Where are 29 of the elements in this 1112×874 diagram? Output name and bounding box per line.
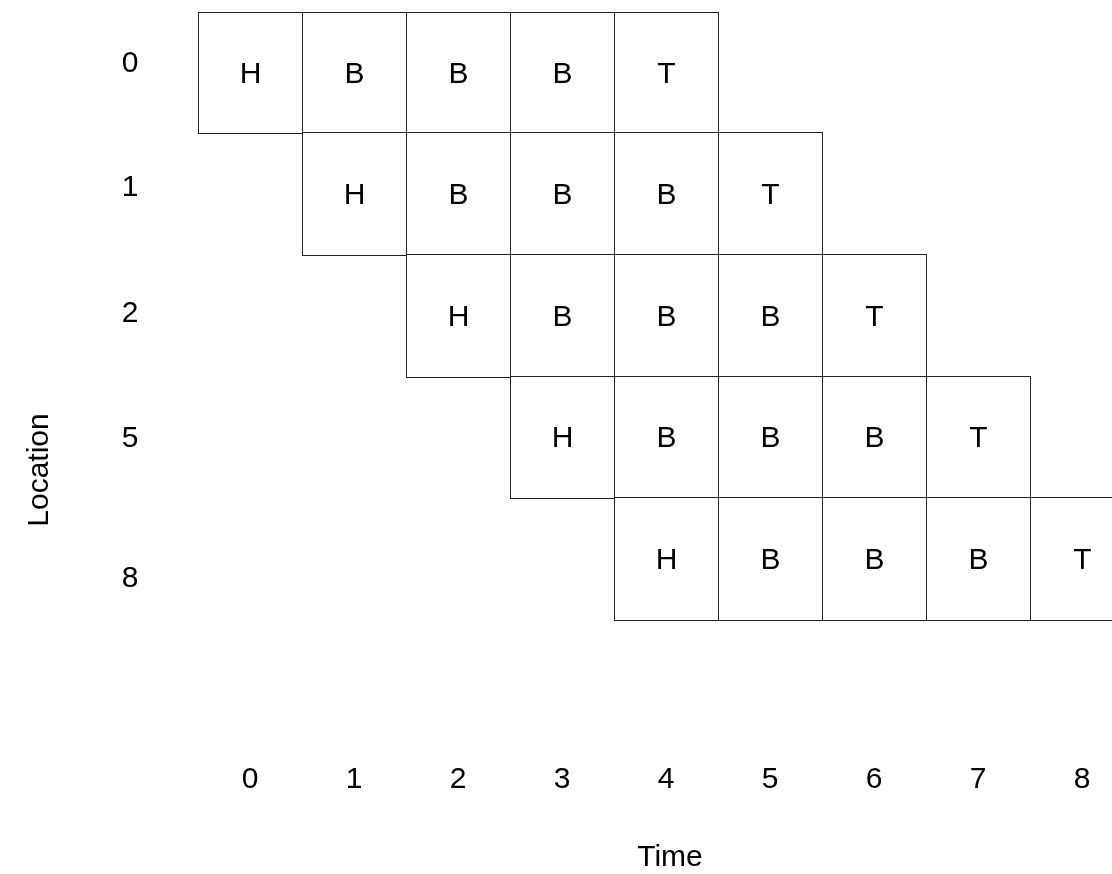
row-label: 5: [121, 420, 139, 454]
row-label: 8: [121, 560, 139, 594]
row-label: 1: [121, 169, 139, 203]
grid-cell: B: [822, 497, 927, 621]
column-label: 4: [657, 761, 675, 795]
axis-title: Location: [21, 413, 55, 527]
row-label: 0: [121, 45, 139, 79]
grid-cell: B: [926, 497, 1031, 621]
grid-cell: T: [718, 132, 823, 256]
axis-title: Time: [637, 839, 703, 873]
grid-cell: T: [1030, 497, 1112, 621]
column-label: 6: [865, 761, 883, 795]
grid-cell: H: [614, 497, 719, 621]
grid-cell: T: [926, 376, 1031, 499]
grid-cell: H: [510, 376, 615, 499]
grid-cell: H: [198, 12, 303, 134]
row-label: 2: [121, 295, 139, 329]
column-label: 2: [449, 761, 467, 795]
grid-cell: T: [822, 254, 927, 378]
column-label: 3: [553, 761, 571, 795]
grid-cell: H: [406, 254, 511, 378]
column-label: 8: [1073, 761, 1091, 795]
grid-cell: T: [614, 12, 719, 134]
column-label: 7: [969, 761, 987, 795]
column-label: 0: [241, 761, 259, 795]
grid-cell: H: [302, 132, 407, 256]
grid-cell: B: [718, 497, 823, 621]
column-label: 5: [761, 761, 779, 795]
column-label: 1: [345, 761, 363, 795]
